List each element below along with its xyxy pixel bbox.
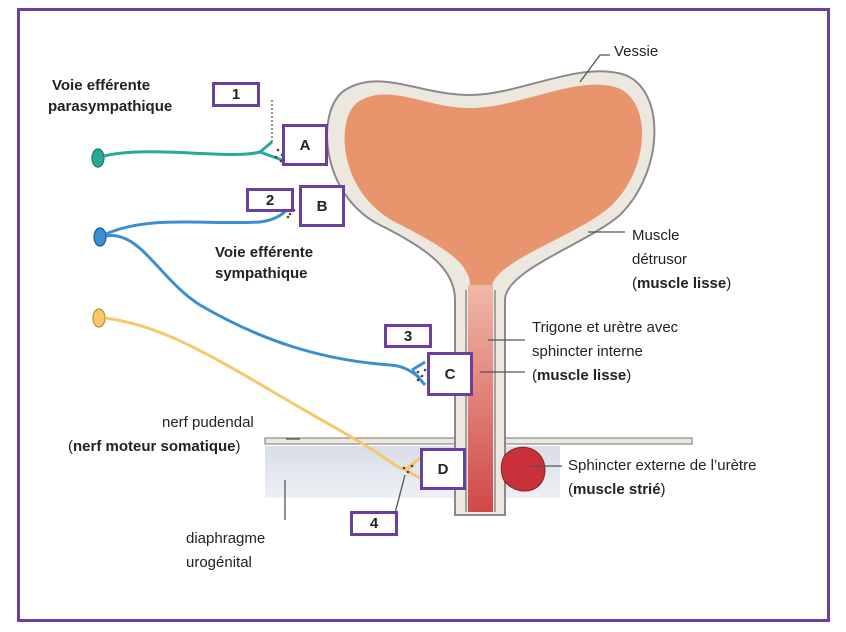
urethra <box>468 285 493 512</box>
parasympathetic-axon <box>104 142 282 160</box>
label-trigone-3: (muscle lisse) <box>532 366 631 386</box>
label-box-c: C <box>427 352 473 396</box>
label-box-b: B <box>299 185 345 227</box>
label-trigone-1: Trigone et urètre avec <box>532 318 678 338</box>
label-muscle-lisse-1: muscle lisse <box>637 275 726 292</box>
label-sympathetic-1: Voie efférente <box>215 243 313 263</box>
somatic-neuron <box>93 309 105 327</box>
label-nerf-moteur-somatique: nerf moteur somatique <box>73 438 236 455</box>
label-parasympathetic-1: Voie efférente <box>52 76 150 96</box>
label-box-3: 3 <box>384 324 432 348</box>
label-parasympathetic-2: parasympathique <box>48 97 172 117</box>
label-diaphragme-1: diaphragme <box>186 529 265 549</box>
label-box-a: A <box>282 124 328 166</box>
label-box-2: 2 <box>246 188 294 212</box>
label-trigone-2: sphincter interne <box>532 342 643 362</box>
sympathetic-neuron <box>94 228 106 246</box>
label-diaphragme-2: urogénital <box>186 553 252 573</box>
label-box-d: D <box>420 448 466 490</box>
label-muscle-strie-bold: muscle strié <box>573 481 661 498</box>
label-vessie: Vessie <box>614 42 658 62</box>
parasympathetic-neuron <box>92 149 104 167</box>
label-nerf-moteur: (nerf moteur somatique) <box>68 437 241 457</box>
label-detrusor-1: Muscle <box>632 226 680 246</box>
label-detrusor-3: (muscle lisse) <box>632 274 731 294</box>
external-sphincter <box>501 447 545 491</box>
label-box-1: 1 <box>212 82 260 107</box>
label-sphincter-externe: Sphincter externe de l’urètre <box>568 456 756 476</box>
label-detrusor-2: détrusor <box>632 250 687 270</box>
label-box-4: 4 <box>350 511 398 536</box>
label-sympathetic-2: sympathique <box>215 264 308 284</box>
label-nerf-pudendal: nerf pudendal <box>162 413 254 433</box>
detrusor-muscle <box>345 85 642 285</box>
label-muscle-lisse-2: muscle lisse <box>537 367 626 384</box>
label-muscle-strie: (muscle strié) <box>568 480 666 500</box>
